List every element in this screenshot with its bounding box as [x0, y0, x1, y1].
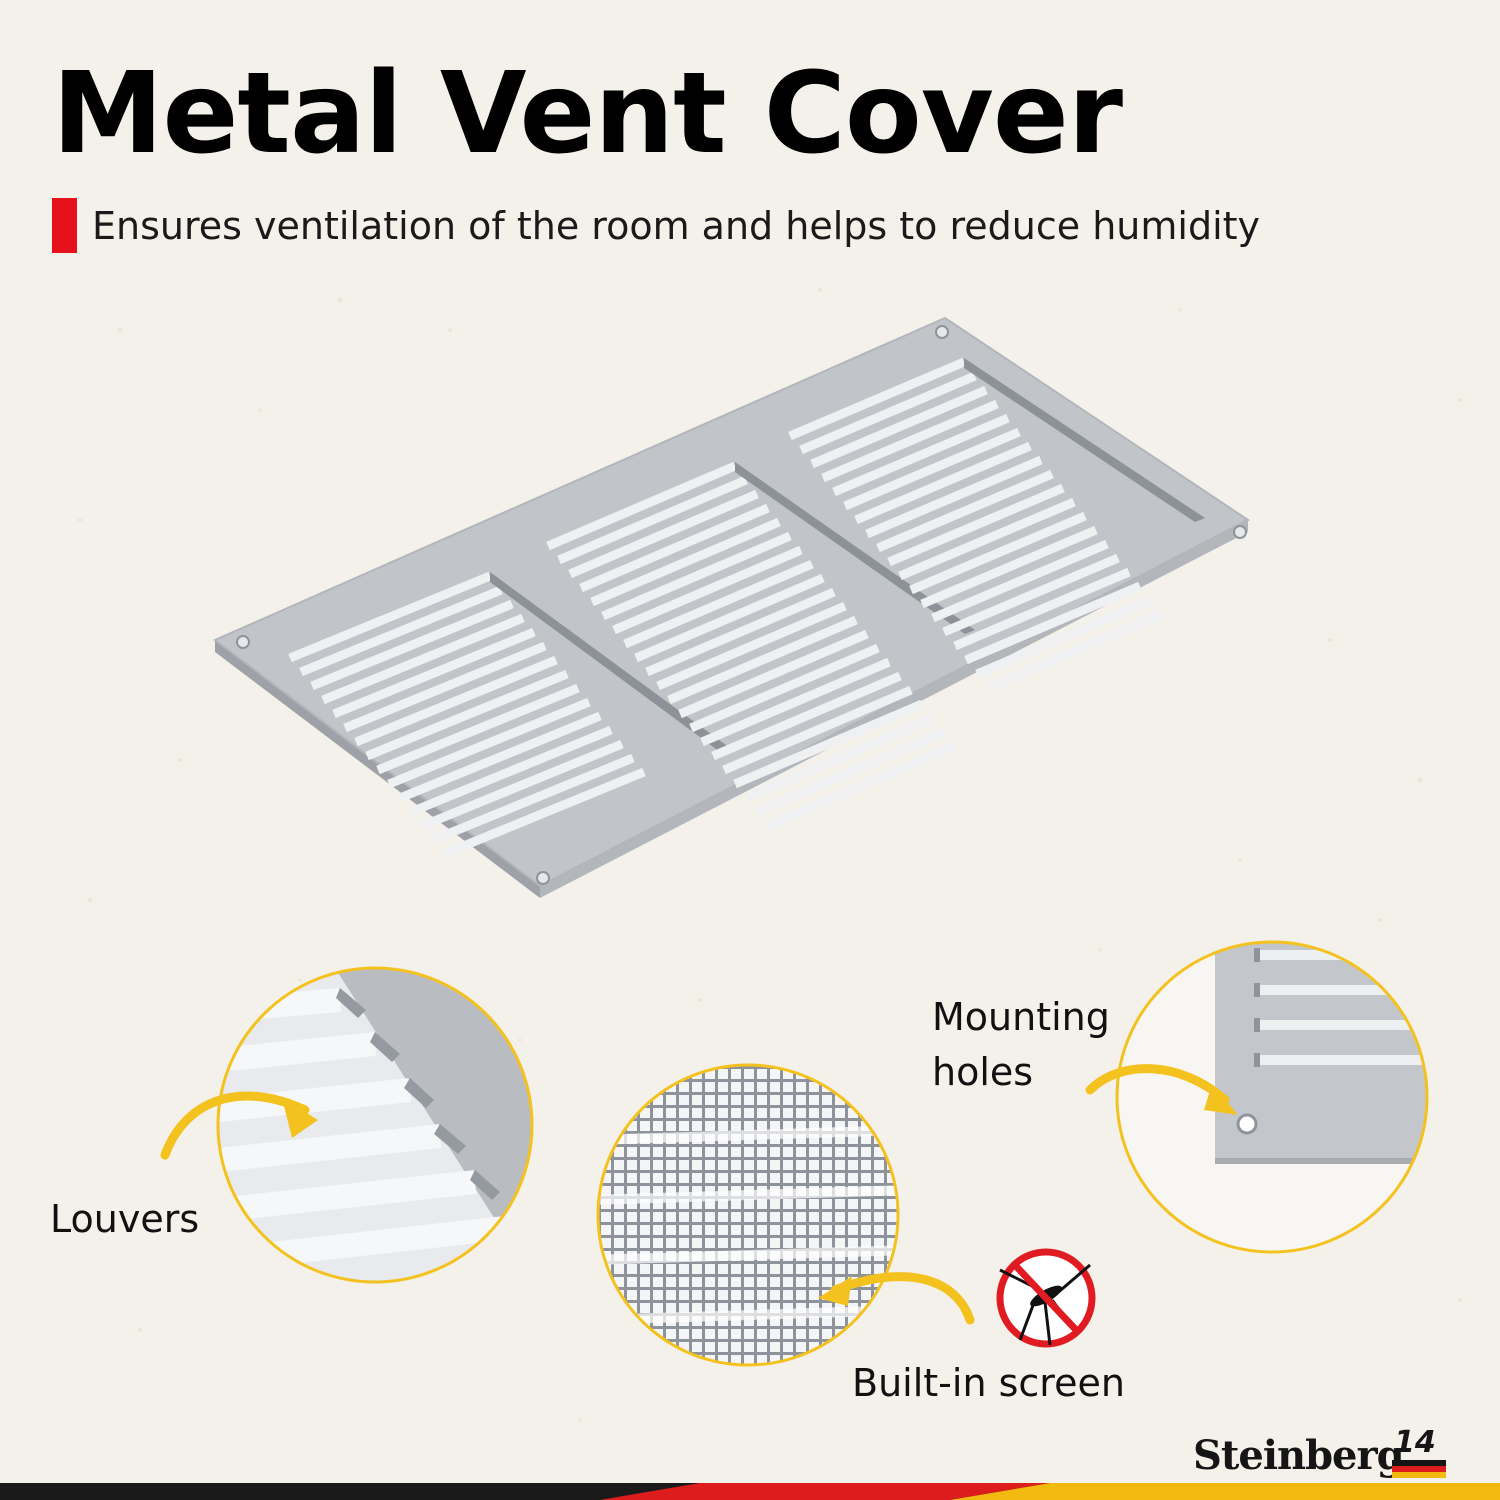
brand-name: Steinberg — [1193, 1432, 1405, 1479]
page-title: Metal Vent Cover — [52, 49, 1123, 179]
page-subtitle: Ensures ventilation of the room and help… — [92, 204, 1261, 248]
flag-stripe — [0, 1483, 1500, 1500]
accent-bar — [52, 198, 77, 253]
mounting-holes-label: Mounting holes — [932, 990, 1110, 1100]
brand-mark-number: 14 — [1394, 1425, 1436, 1460]
mounting-holes-label-line1: Mounting — [932, 995, 1110, 1039]
mounting-holes-label-line2: holes — [932, 1050, 1034, 1095]
louvers-label: Louvers — [50, 1197, 200, 1241]
built-in-screen-label: Built-in screen — [852, 1361, 1125, 1405]
brand-logo-mark: 14 — [1392, 1425, 1446, 1478]
